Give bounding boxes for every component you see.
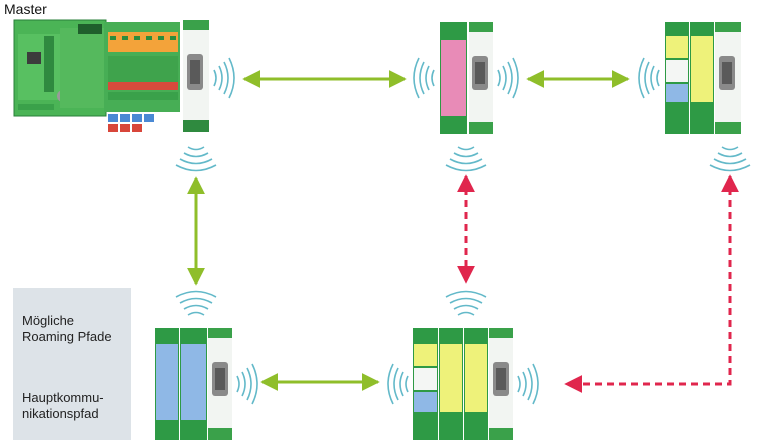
bottom-left-signal — [175, 290, 258, 405]
bottom-middle-signal — [387, 290, 539, 405]
roaming-paths — [457, 174, 739, 393]
repeater-top-right — [665, 22, 741, 134]
master-label: Master — [4, 1, 47, 17]
wireless-signal-icon — [517, 363, 539, 405]
top-middle-signal — [413, 57, 519, 172]
wireless-signal-icon — [709, 146, 751, 172]
master-plc — [13, 19, 180, 132]
wireless-signal-icon — [236, 363, 258, 405]
wireless-signal-icon — [175, 146, 217, 172]
wireless-signal-icon — [497, 57, 519, 99]
wireless-signal-icon — [413, 57, 435, 99]
main-paths — [187, 70, 630, 391]
wireless-signal-icon — [175, 290, 217, 316]
wireless-signal-icon — [445, 146, 487, 172]
repeater-top-middle — [440, 22, 493, 134]
slave-bottom-left — [155, 328, 232, 440]
legend-box — [13, 288, 131, 440]
top-right-signal — [638, 57, 751, 172]
wireless-signal-icon — [387, 363, 409, 405]
roaming-path-top-right-bottom-middle — [564, 174, 739, 393]
wireless-signal-icon — [213, 57, 235, 99]
legend-main-label: Hauptkommu- nikationspfad — [22, 390, 104, 421]
wireless-signal-icon — [638, 57, 660, 99]
wireless-signal-icon — [445, 290, 487, 316]
slave-bottom-middle — [413, 328, 513, 440]
master-radio-module — [183, 20, 209, 132]
master-signal — [175, 57, 235, 172]
legend-roaming-label: Mögliche Roaming Pfade — [22, 313, 112, 344]
